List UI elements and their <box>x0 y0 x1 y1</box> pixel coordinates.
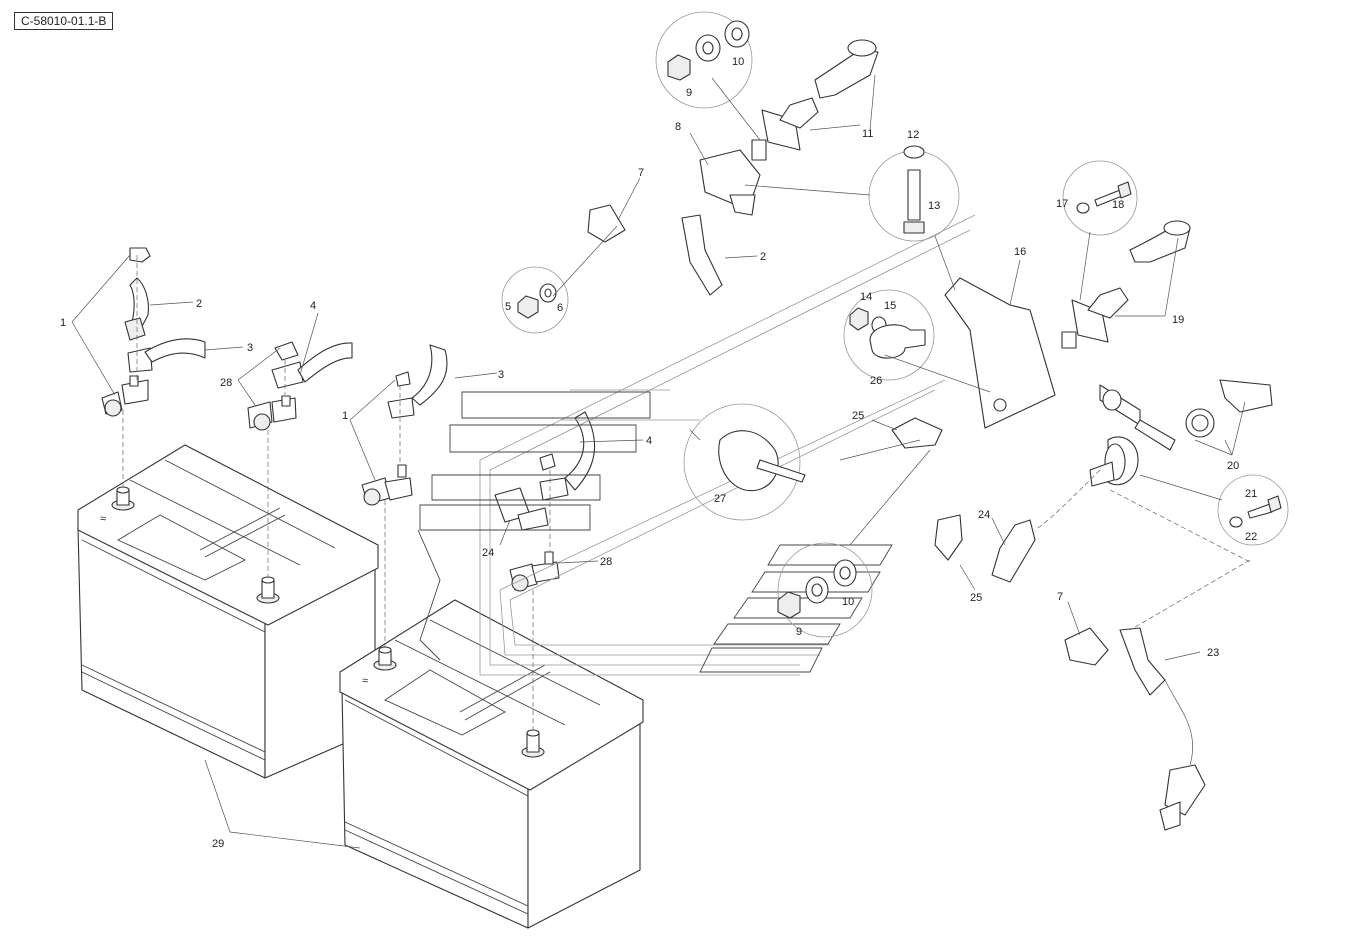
callout: 1 <box>342 410 348 422</box>
connector-assembly-right <box>934 379 1273 831</box>
left-battery-terminals <box>101 247 353 431</box>
callout: 18 <box>1112 199 1124 211</box>
callout: 15 <box>884 300 896 312</box>
callout-numbers: 1 2 3 4 28 1 3 4 24 28 29 5 6 7 2 8 9 10… <box>60 56 1257 850</box>
callout: 19 <box>1172 314 1184 326</box>
assembly-axes <box>122 255 551 730</box>
callout: 12 <box>907 129 919 141</box>
callout: 25 <box>970 592 982 604</box>
callout: 23 <box>1207 647 1219 659</box>
callout: 26 <box>870 375 882 387</box>
callout: 1 <box>60 317 66 329</box>
callout: 9 <box>796 626 802 638</box>
callout: 8 <box>675 121 681 133</box>
callout: 3 <box>498 369 504 381</box>
callout: 28 <box>220 377 232 389</box>
callout: 13 <box>928 200 940 212</box>
svg-text:≈: ≈ <box>100 513 106 525</box>
cable-routing-outline <box>417 214 976 676</box>
callout: 28 <box>600 556 612 568</box>
callout: 2 <box>196 298 202 310</box>
callout: 2 <box>760 251 766 263</box>
svg-text:≈: ≈ <box>362 675 368 687</box>
callout: 20 <box>1227 460 1239 472</box>
callout: 10 <box>842 596 854 608</box>
right-battery-terminals <box>361 344 596 592</box>
detail-circles <box>501 11 1289 638</box>
callout: 3 <box>247 342 253 354</box>
callout: 7 <box>1057 591 1063 603</box>
callout: 25 <box>852 410 864 422</box>
callout: 11 <box>862 128 873 140</box>
power-terminal-assembly <box>587 39 1191 492</box>
callout: 24 <box>482 547 494 559</box>
callout: 17 <box>1056 198 1068 210</box>
battery-left: ≈ <box>77 444 379 779</box>
callout: 7 <box>638 167 644 179</box>
callout: 27 <box>714 493 726 505</box>
callout: 9 <box>686 87 692 99</box>
hardware-parts <box>517 20 1282 619</box>
callout: 4 <box>646 435 652 447</box>
callout: 5 <box>505 301 511 313</box>
callout: 6 <box>557 302 563 314</box>
callout: 10 <box>732 56 744 68</box>
callout: 21 <box>1245 488 1257 500</box>
callout: 4 <box>310 300 316 312</box>
drawing-reference-label: C-58010-01.1-B <box>14 12 114 30</box>
callout: 22 <box>1245 531 1257 543</box>
callout: 24 <box>978 509 990 521</box>
callout: 14 <box>860 291 872 303</box>
battery-right: ≈ <box>339 599 644 929</box>
leader-lines <box>71 74 1246 849</box>
callout: 29 <box>212 838 224 850</box>
callout: 16 <box>1014 246 1026 258</box>
